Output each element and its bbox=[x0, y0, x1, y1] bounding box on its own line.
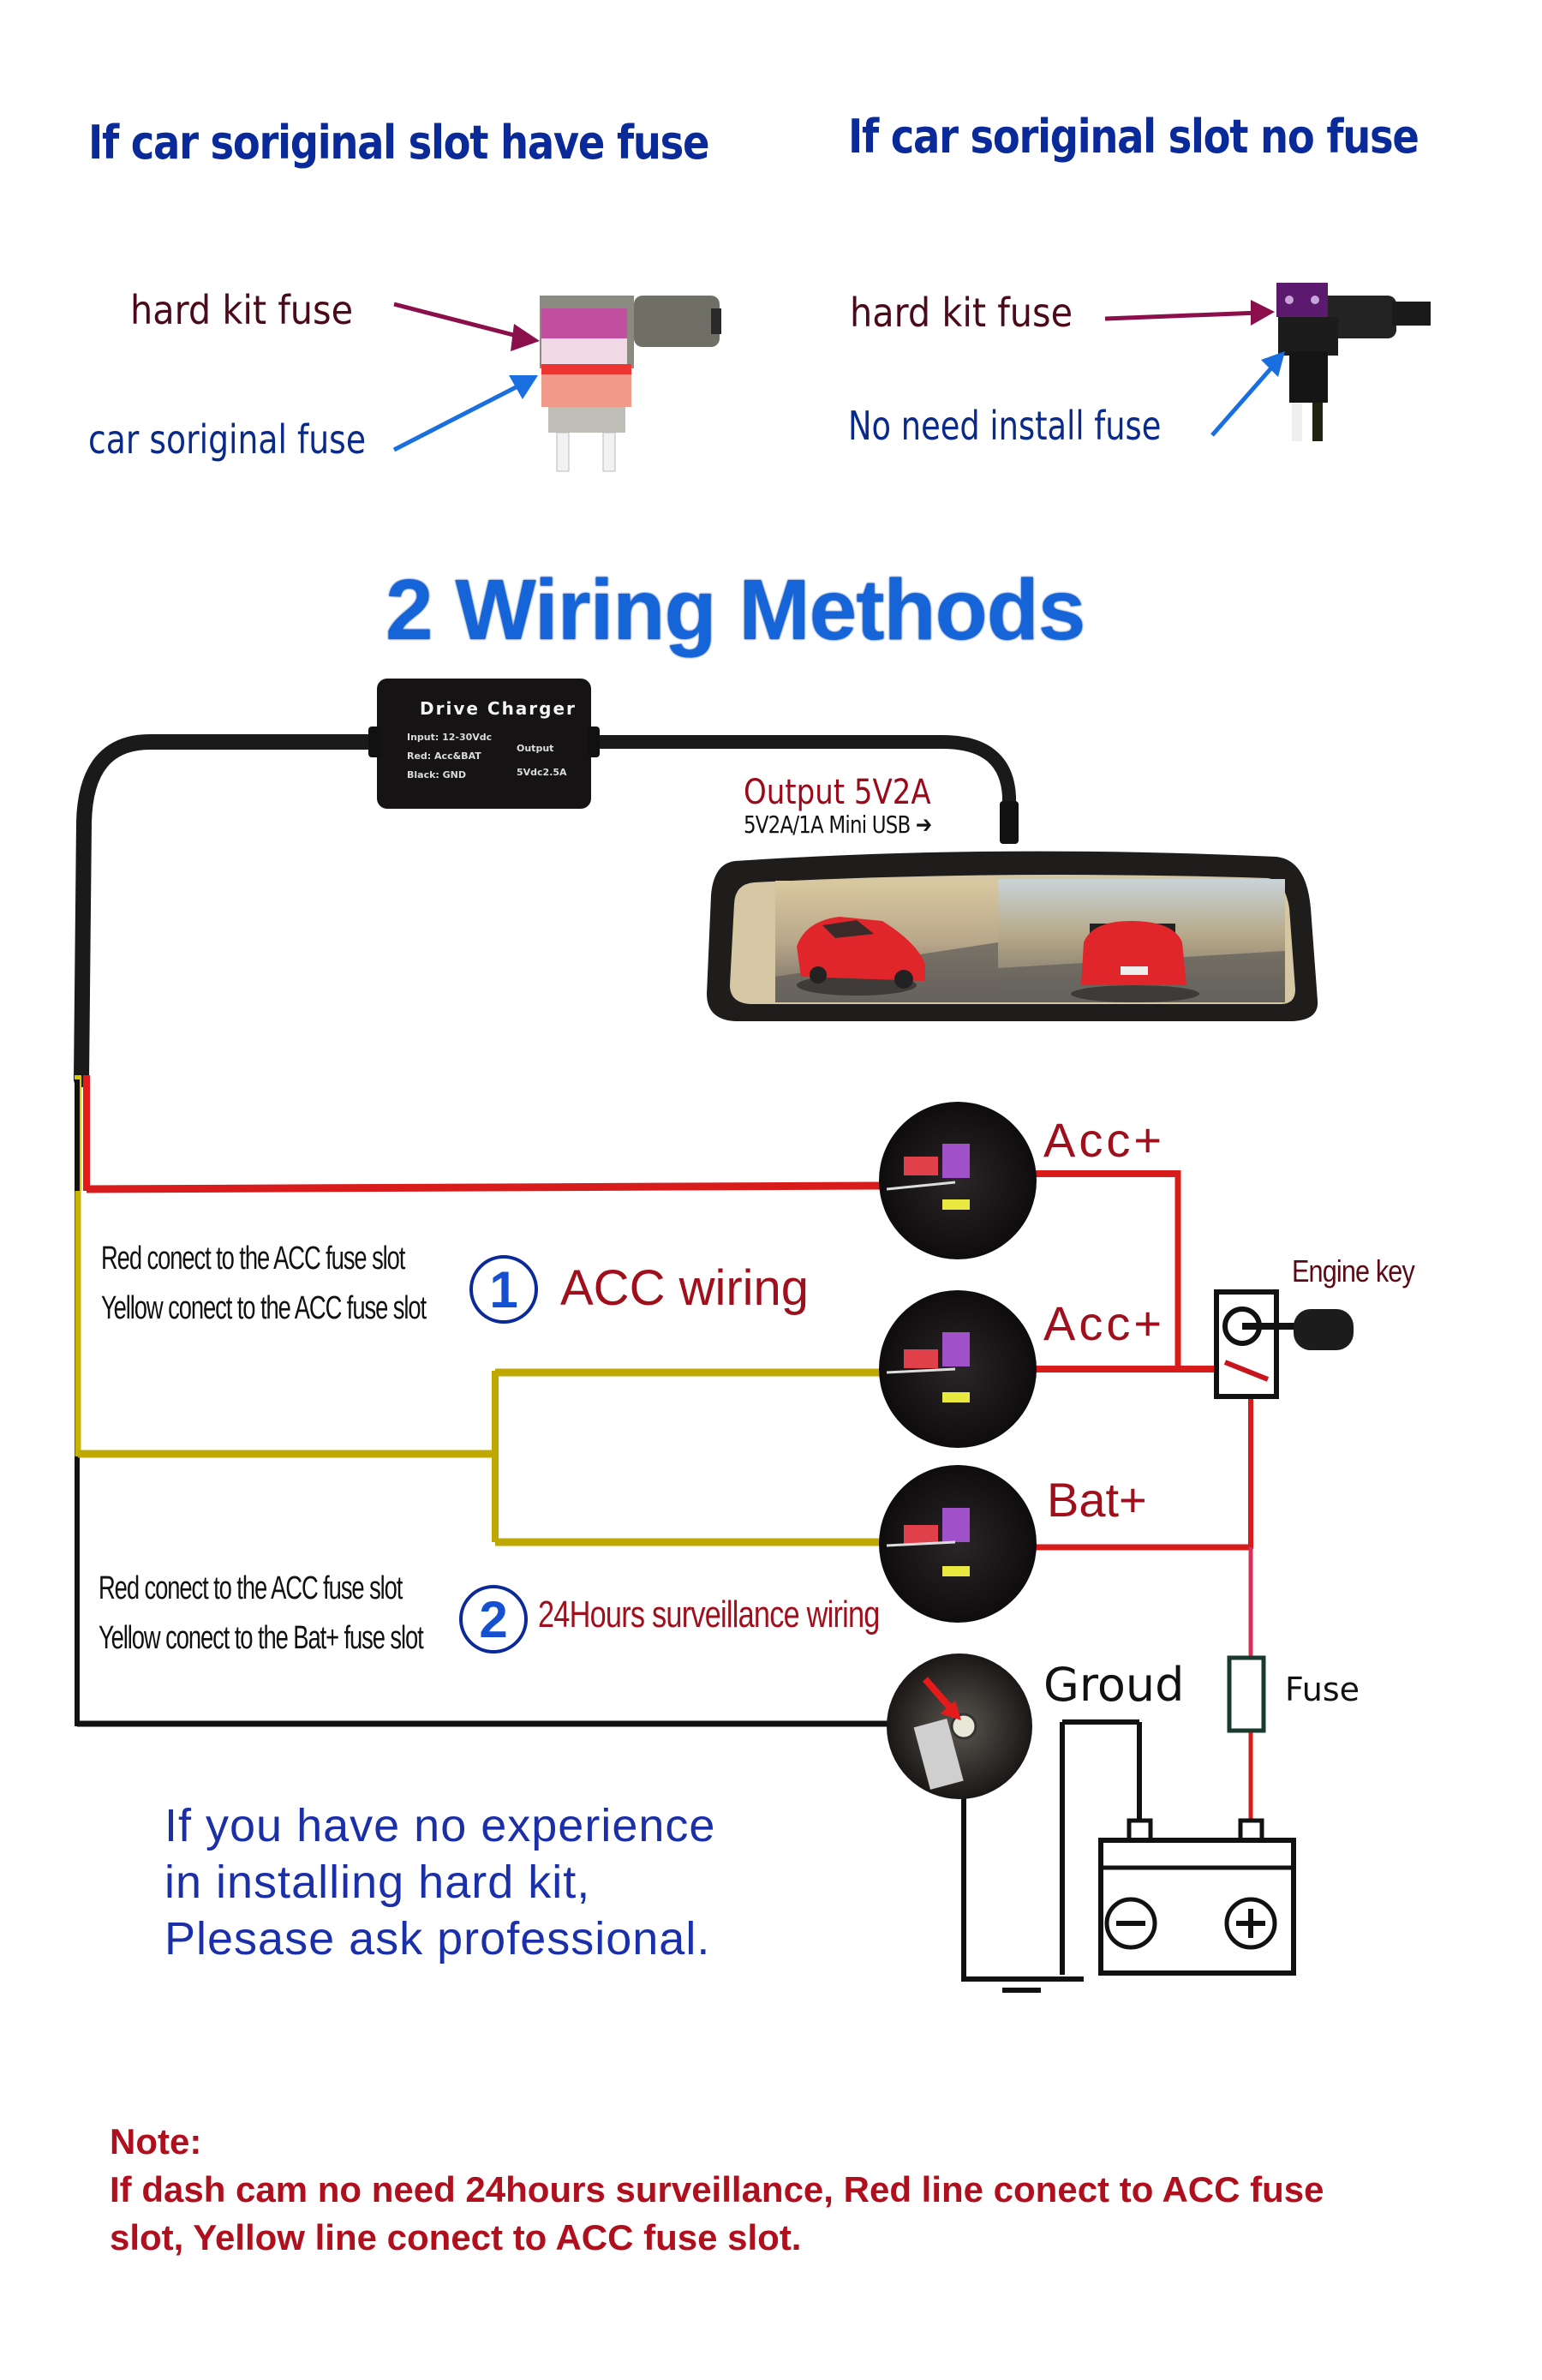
output-connector: 5V2A/1A Mini USB ➔ bbox=[744, 810, 932, 839]
label-no-need-install-fuse: No need install fuse bbox=[848, 403, 1162, 449]
label-car-original-fuse: car soriginal fuse bbox=[88, 416, 367, 463]
bat-plus-label: Bat+ bbox=[1047, 1473, 1147, 1527]
fuse-tap-with-fuse-image bbox=[540, 296, 721, 472]
method-2-yellow-instruction: Yellow conect to the Bat+ fuse slot bbox=[99, 1620, 424, 1656]
mini-usb-plug bbox=[1000, 801, 1019, 844]
advice-line-1: If you have no experience bbox=[164, 1800, 716, 1851]
charger-output-cable bbox=[593, 735, 1016, 842]
note-line-2: slot, Yellow line conect to ACC fuse slo… bbox=[110, 2217, 802, 2257]
label-hard-kit-fuse-left: hard kit fuse bbox=[130, 287, 354, 333]
heading-no-fuse: If car soriginal slot no fuse bbox=[848, 110, 1419, 164]
page-title: 2 Wiring Methods bbox=[386, 562, 1085, 658]
no-fuse-arrow bbox=[1210, 351, 1285, 437]
ignition-switch bbox=[1214, 1289, 1354, 1399]
charger-red-wire-spec: Red: Acc&BAT bbox=[407, 750, 481, 762]
method-1-name: ACC wiring bbox=[560, 1260, 810, 1316]
method-1-red-instruction: Red conect to the ACC fuse slot bbox=[101, 1241, 405, 1277]
acc-plus-label-1: Acc+ bbox=[1043, 1113, 1166, 1167]
label-hard-kit-fuse-right: hard kit fuse bbox=[850, 290, 1073, 336]
engine-key-label: Engine key bbox=[1292, 1253, 1415, 1289]
ground-label: Groud bbox=[1043, 1658, 1185, 1712]
acc-plus-label-2: Acc+ bbox=[1043, 1296, 1166, 1350]
method-2-badge: 2 bbox=[459, 1585, 528, 1653]
battery-positive-icon bbox=[1224, 1897, 1277, 1950]
fuse-tap-no-fuse-image bbox=[1276, 283, 1431, 441]
inline-fuse bbox=[1227, 1655, 1266, 1733]
advice-line-2: in installing hard kit, bbox=[164, 1857, 591, 1908]
acc-slot-photo-1 bbox=[879, 1102, 1037, 1259]
heading-have-fuse: If car soriginal slot have fuse bbox=[88, 116, 709, 170]
professional-advice: If you have no experience in installing … bbox=[164, 1797, 715, 1967]
method-2-name: 24Hours surveillance wiring bbox=[538, 1594, 880, 1636]
advice-line-3: Plesase ask professional. bbox=[164, 1913, 711, 1964]
charger-output-specs: Output 5Vdc2.5A bbox=[517, 737, 567, 785]
drive-charger-box bbox=[377, 679, 591, 809]
hard-kit-fuse-arrow-left bbox=[393, 302, 540, 351]
ground-point-photo bbox=[887, 1653, 1032, 1799]
dash-cam-mirror bbox=[707, 851, 1318, 1021]
note-heading: Note: bbox=[110, 2121, 202, 2162]
charger-output-value: 5Vdc2.5A bbox=[517, 767, 567, 778]
charger-input-voltage: Input: 12-30Vdc bbox=[407, 732, 493, 743]
method-1-badge: 1 bbox=[469, 1255, 538, 1324]
bat-slot-photo bbox=[879, 1465, 1037, 1623]
charger-black-wire-spec: Black: GND bbox=[407, 769, 467, 780]
method-2-instructions: Red conect to the ACC fuse slot Yellow c… bbox=[99, 1564, 424, 1663]
charger-input-cable bbox=[74, 734, 385, 1087]
car-original-fuse-arrow bbox=[392, 375, 538, 452]
method-1-yellow-instruction: Yellow conect to the ACC fuse slot bbox=[101, 1290, 427, 1326]
red-wire-acc bbox=[86, 1181, 883, 1193]
note-block: Note: If dash cam no need 24hours survei… bbox=[110, 2118, 1324, 2262]
acc-slot-photo-2 bbox=[879, 1290, 1037, 1448]
battery-negative-icon bbox=[1104, 1897, 1157, 1950]
charger-title: Drive Charger bbox=[420, 698, 577, 719]
charger-output-label: Output bbox=[517, 743, 554, 754]
battery bbox=[961, 1719, 1296, 1993]
output-connector-label: 5V2A/1A Mini USB bbox=[744, 810, 911, 839]
method-1-instructions: Red conect to the ACC fuse slot Yellow c… bbox=[101, 1234, 427, 1333]
output-rating: Output 5V2A bbox=[744, 773, 931, 812]
note-line-1: If dash cam no need 24hours surveillance… bbox=[110, 2169, 1324, 2210]
charger-input-specs: Input: 12-30Vdc Red: Acc&BAT Black: GND bbox=[407, 728, 492, 785]
arrow-right-icon: ➔ bbox=[915, 810, 932, 839]
fuse-label: Fuse bbox=[1285, 1671, 1360, 1708]
hard-kit-fuse-arrow-right bbox=[1104, 300, 1275, 326]
method-2-red-instruction: Red conect to the ACC fuse slot bbox=[99, 1570, 403, 1606]
